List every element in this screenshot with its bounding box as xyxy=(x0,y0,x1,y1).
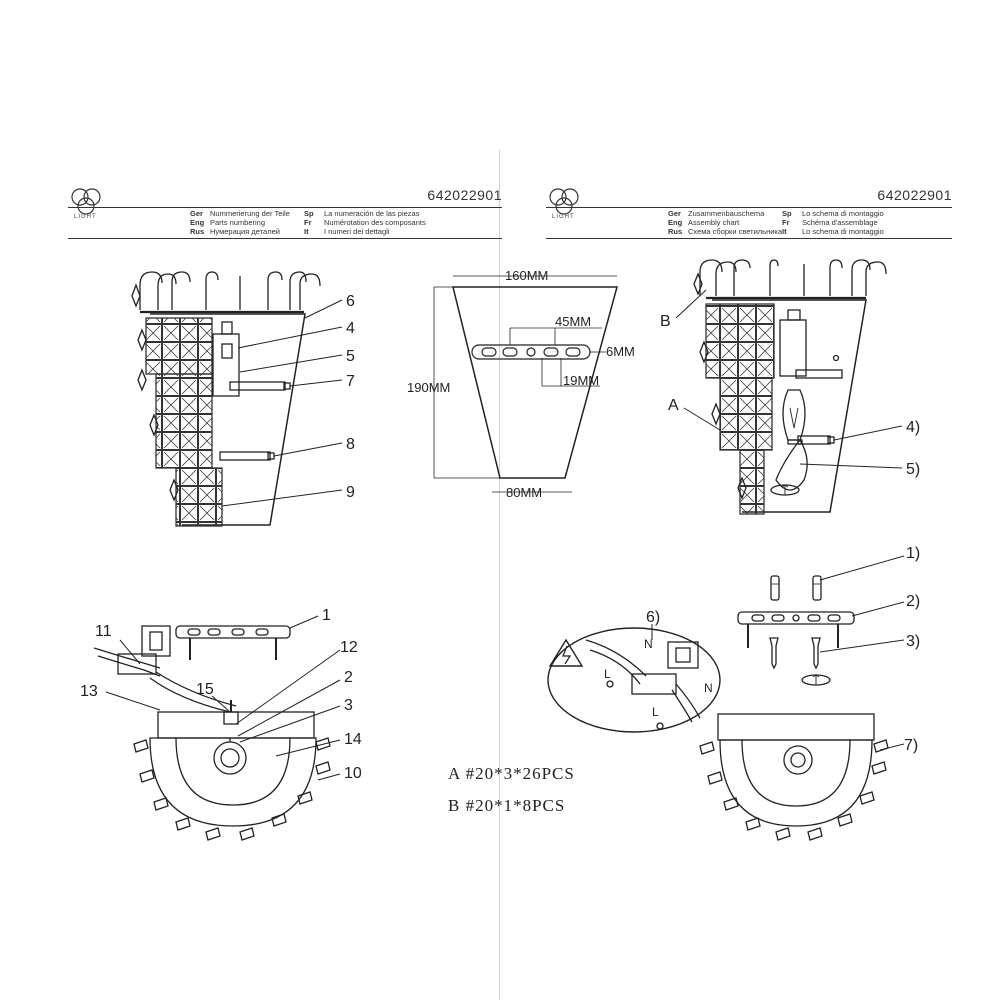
part-number-13: 13 xyxy=(80,683,98,700)
wire-label-n: N xyxy=(644,637,653,651)
wire-label-n: N xyxy=(704,681,713,695)
part-number-3: 3 xyxy=(344,697,353,714)
part-number-9: 9 xyxy=(346,484,355,501)
letter-a: A xyxy=(668,397,679,414)
wire-label-l: L xyxy=(604,667,611,681)
dim-top-width: 160MM xyxy=(505,268,548,283)
left-front-view xyxy=(131,271,321,527)
dimension-drawing xyxy=(433,275,618,493)
caption-col-2: Sp La numeración de las piezas Fr Numérota… xyxy=(304,209,426,236)
right-bottom-leaders xyxy=(651,555,905,751)
caption-lang: Sp xyxy=(304,209,314,218)
left-bottom-view xyxy=(93,625,331,841)
pieces-a: A #20*3*26PCS xyxy=(448,764,575,783)
wire-label-l: L xyxy=(652,705,659,719)
caption-text: Numérotation des composants xyxy=(324,218,426,227)
dim-slot-length: 19MM xyxy=(563,373,599,388)
part-number-4: 4 xyxy=(346,320,355,337)
left-page-header: LIGHT 642022901 Ger Nummerierung der Teil… xyxy=(68,180,502,240)
part-number-14: 14 xyxy=(344,731,362,748)
caption-text: Zusammenbauschema xyxy=(688,209,765,218)
caption-text: Lo schema di montaggio xyxy=(802,209,884,218)
header-rule xyxy=(546,207,952,208)
right-bottom-view xyxy=(547,575,889,841)
step-3: 3) xyxy=(906,633,920,650)
caption-lang: Ger xyxy=(190,209,203,218)
step-5: 5) xyxy=(906,461,920,478)
model-code: 642022901 xyxy=(427,187,502,203)
caption-lang: Rus xyxy=(190,227,205,236)
left-callout-leaders xyxy=(221,299,343,507)
brand-text: LIGHT xyxy=(552,214,575,220)
dim-slot-spacing: 45MM xyxy=(555,314,591,329)
caption-text: Nummerierung der Teile xyxy=(210,209,290,218)
header-rule xyxy=(68,207,502,208)
caption-text: Schéma d'assemblage xyxy=(802,218,878,227)
brand-text: LIGHT xyxy=(74,214,97,220)
caption-lang: It xyxy=(782,227,787,236)
caption-text: Схема сборки светильника xyxy=(688,227,783,236)
step-4: 4) xyxy=(906,419,920,436)
caption-lang: Fr xyxy=(304,218,312,227)
brand-logo-icon xyxy=(549,188,579,215)
part-number-8: 8 xyxy=(346,436,355,453)
caption-text: La numeración de las piezas xyxy=(324,209,420,218)
part-number-11: 11 xyxy=(95,623,112,640)
part-number-5: 5 xyxy=(346,348,355,365)
caption-lang: Fr xyxy=(782,218,790,227)
part-number-10: 10 xyxy=(344,765,362,782)
caption-text: Parts numbering xyxy=(210,218,266,227)
header-bottom-rule xyxy=(68,238,502,239)
right-front-view xyxy=(693,259,887,515)
caption-col-2: Sp Lo schema di montaggio Fr Schéma d'asse… xyxy=(782,209,884,236)
part-number-1: 1 xyxy=(322,607,331,624)
dim-bottom-width: 80MM xyxy=(506,485,542,500)
pieces-b: B #20*1*8PCS xyxy=(448,796,566,815)
step-1: 1) xyxy=(906,545,920,562)
caption-text: Lo schema di montaggio xyxy=(802,227,884,236)
caption-text: Assembly chart xyxy=(688,218,740,227)
step-6: 6) xyxy=(646,609,660,626)
caption-text: I numeri dei dettagli xyxy=(324,227,390,236)
caption-lang: It xyxy=(304,227,309,236)
part-number-15: 15 xyxy=(196,681,214,698)
caption-text: Нумерация деталей xyxy=(210,227,280,236)
caption-col-1: Ger Nummerierung der Teile Eng Parts numbe… xyxy=(190,209,290,236)
step-7: 7) xyxy=(904,737,918,754)
part-number-7: 7 xyxy=(346,373,355,390)
caption-lang: Ger xyxy=(668,209,681,218)
header-bottom-rule xyxy=(546,238,952,239)
caption-lang: Eng xyxy=(190,218,205,227)
brand-logo-icon xyxy=(71,188,101,215)
letter-b: B xyxy=(660,313,671,330)
caption-lang: Rus xyxy=(668,227,683,236)
model-code: 642022901 xyxy=(877,187,952,203)
caption-col-1: Ger Zusammenbauschema Eng Assembly chart R… xyxy=(668,209,782,236)
part-number-2: 2 xyxy=(344,669,353,686)
caption-lang: Sp xyxy=(782,209,792,218)
right-front-leaders xyxy=(675,289,903,469)
dim-height: 190MM xyxy=(407,380,450,395)
left-bottom-leaders xyxy=(105,615,341,781)
part-number-12: 12 xyxy=(340,639,358,656)
dim-slot-width: 6MM xyxy=(606,344,635,359)
page-fold-line xyxy=(499,150,500,1000)
caption-lang: Eng xyxy=(668,218,683,227)
right-page-header: LIGHT 642022901 Ger Zusammenbauschema Eng… xyxy=(546,180,952,240)
step-2: 2) xyxy=(906,593,920,610)
part-number-6: 6 xyxy=(346,293,355,310)
